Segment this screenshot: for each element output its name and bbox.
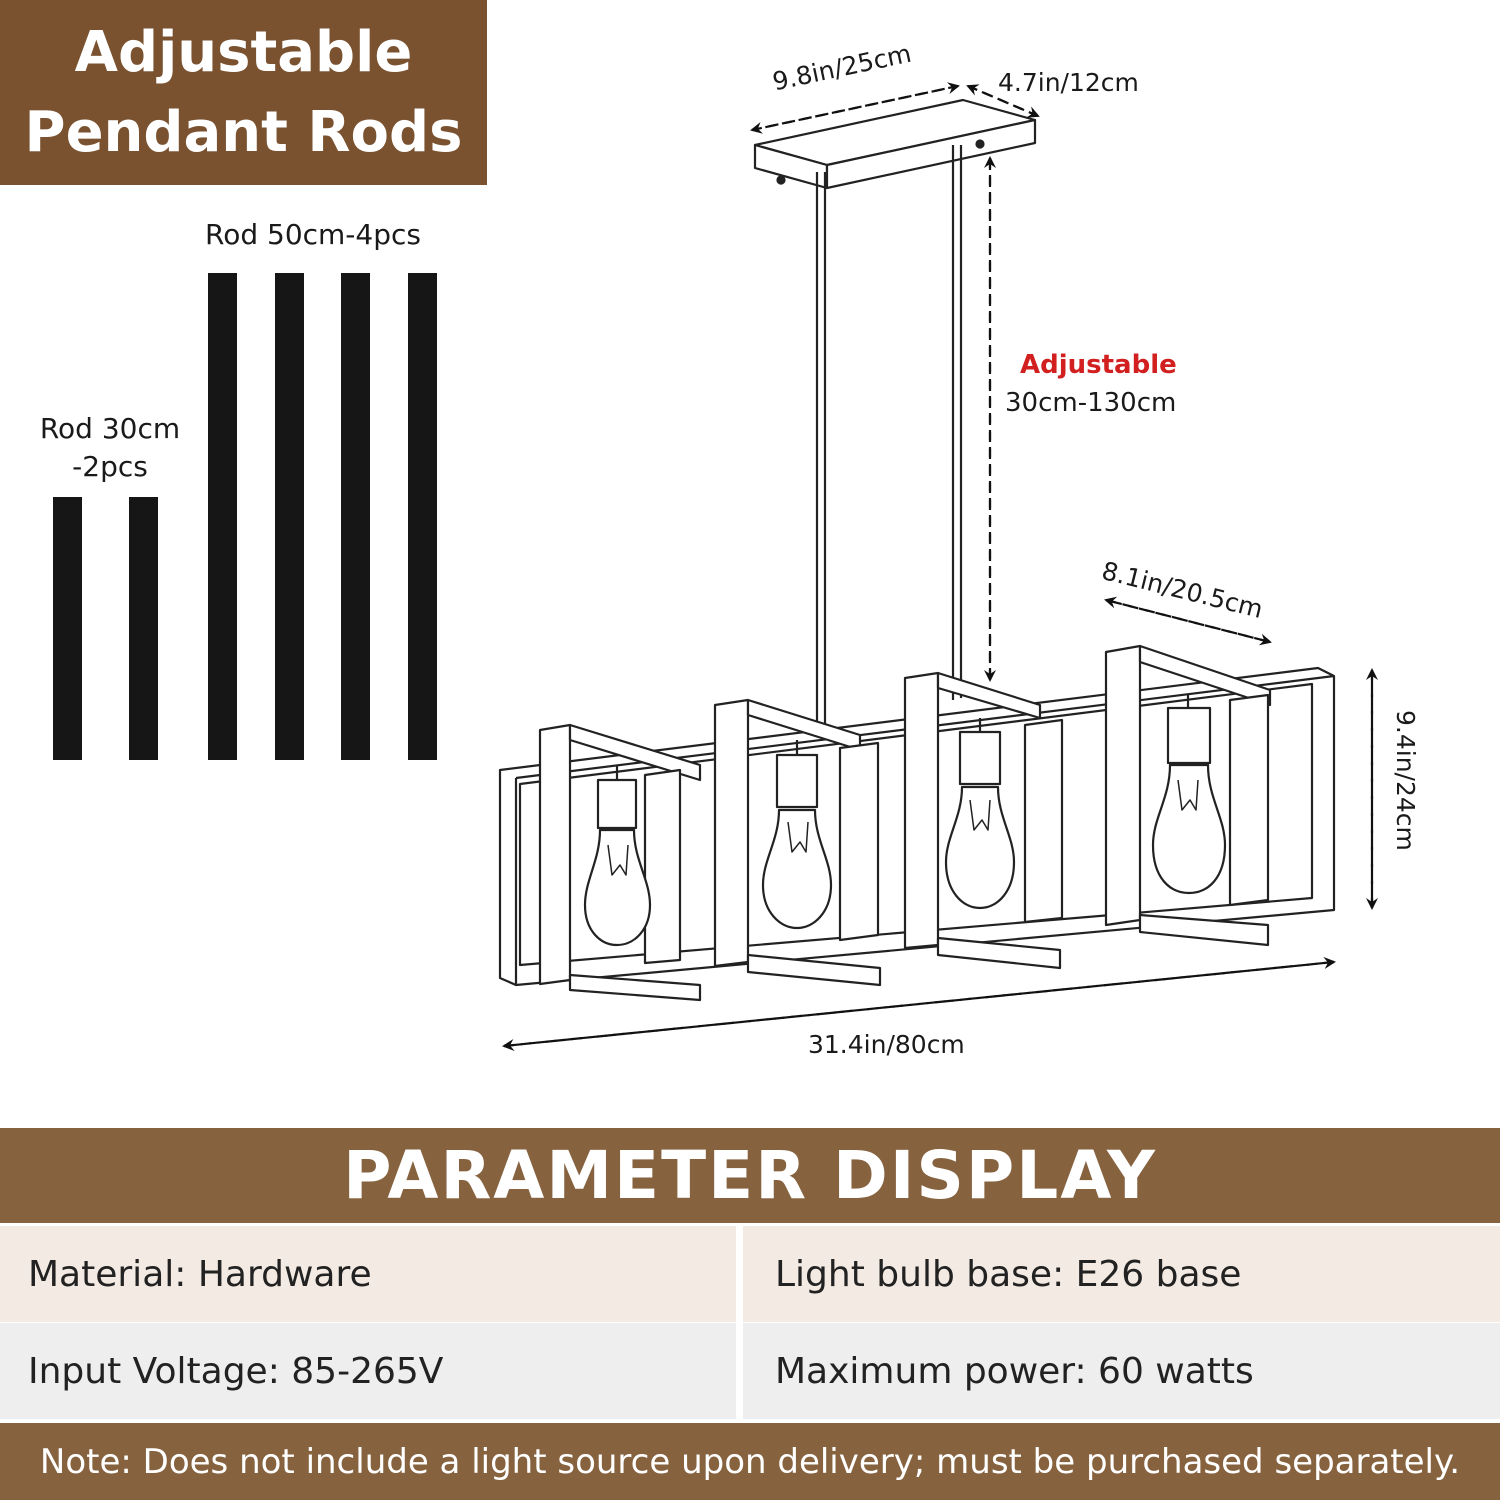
bulb-4 [1151, 695, 1227, 895]
param-material: Material: Hardware [0, 1226, 736, 1322]
rod-50cm-4 [408, 273, 437, 760]
rod-30cm-label: Rod 30cm -2pcs [30, 410, 190, 486]
header-title-line1: Adjustable [74, 19, 413, 85]
bulb-1 [583, 765, 652, 947]
bulb-2 [761, 740, 833, 930]
rod-30cm-label-line1: Rod 30cm [39, 412, 181, 445]
adjustable-range-label: 30cm-130cm [1005, 388, 1177, 418]
rod-30cm-1 [53, 497, 82, 760]
rod-30cm-label-line2: -2pcs [72, 450, 148, 483]
rod-50cm-label: Rod 50cm-4pcs [205, 218, 421, 251]
bulb-3 [944, 718, 1016, 910]
header-title: Adjustable Pendant Rods [0, 0, 487, 185]
header-title-line2: Pendant Rods [24, 99, 463, 165]
param-max-power: Maximum power: 60 watts [743, 1323, 1500, 1419]
frame [498, 644, 1336, 1002]
param-voltage: Input Voltage: 85-265V [0, 1323, 736, 1419]
rod-30cm-2 [129, 497, 158, 760]
rod-50cm-2 [275, 273, 304, 760]
canopy [753, 98, 1037, 190]
frame-depth-arrow [1104, 596, 1271, 644]
rod-50cm-3 [341, 273, 370, 760]
delivery-note: Note: Does not include a light source up… [0, 1423, 1500, 1500]
frame-height-label: 9.4in/24cm [1391, 710, 1420, 851]
canopy-width-label: 4.7in/12cm [998, 68, 1139, 97]
chandelier-drawing [498, 82, 1378, 1051]
adjustable-label: Adjustable [1020, 350, 1177, 380]
param-bulb-base: Light bulb base: E26 base [743, 1226, 1500, 1322]
frame-length-label: 31.4in/80cm [808, 1030, 965, 1059]
suspension-rods [815, 145, 963, 730]
parameter-display-title: PARAMETER DISPLAY [0, 1128, 1500, 1223]
rod-50cm-1 [208, 273, 237, 760]
